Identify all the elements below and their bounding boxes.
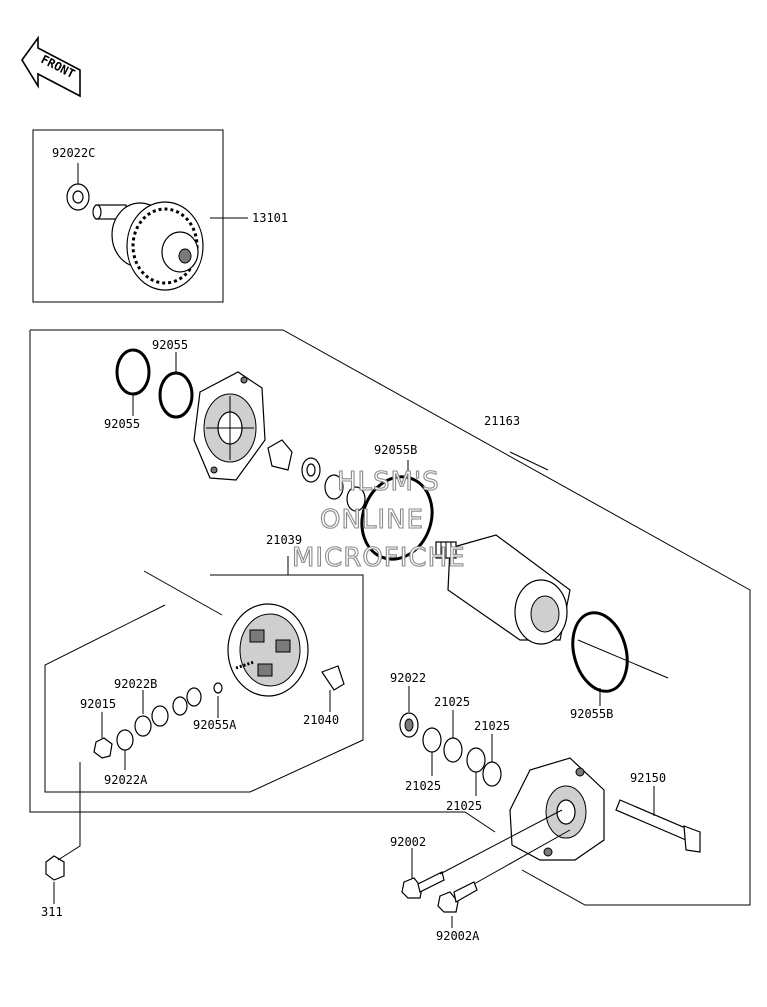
label-21039: 21039 <box>266 533 302 547</box>
terminal-21040-icon <box>321 665 345 691</box>
o-ring-92055b-lower-icon <box>571 611 629 693</box>
starter-clutch-13101-icon <box>92 201 204 291</box>
label-92022c: 92022C <box>52 146 95 160</box>
bolt-92150-icon <box>615 799 701 853</box>
brush-holder-21039-icon <box>227 603 309 697</box>
label-92022: 92022 <box>390 671 426 685</box>
svg-text:HLSM'S: HLSM'S <box>337 467 440 497</box>
label-21025-b: 21025 <box>474 719 510 733</box>
label-92055-left: 92055 <box>104 417 140 431</box>
label-13101: 13101 <box>252 211 288 225</box>
label-92055a: 92055A <box>193 718 237 732</box>
label-21040: 21040 <box>303 713 339 727</box>
brush-holder-box <box>44 574 364 793</box>
nut-311-icon <box>45 855 65 881</box>
assembly-outline <box>30 329 751 906</box>
washers-21025-icon <box>399 712 502 787</box>
label-92022a: 92022A <box>104 773 148 787</box>
washer-92022c-icon <box>66 183 90 211</box>
label-311: 311 <box>41 905 63 919</box>
label-92002a: 92002A <box>436 929 480 943</box>
motor-yoke-icon <box>435 534 571 645</box>
front-cover-icon <box>193 371 266 481</box>
label-92055b-top: 92055B <box>374 443 417 457</box>
label-21025-c: 21025 <box>405 779 441 793</box>
label-92015: 92015 <box>80 697 116 711</box>
washer-stack-icon <box>93 682 223 759</box>
bolt-92002a-icon <box>437 829 571 913</box>
label-21025-a: 21025 <box>434 695 470 709</box>
o-ring-92055-icon <box>115 348 194 419</box>
svg-text:ONLINE: ONLINE <box>320 505 424 535</box>
label-92002: 92002 <box>390 835 426 849</box>
svg-text:MICROFICHE: MICROFICHE <box>292 543 466 573</box>
watermark: HLSM'S ONLINE MICROFICHE <box>291 466 466 573</box>
bolt-92002-icon <box>401 809 563 899</box>
label-92055-top: 92055 <box>152 338 188 352</box>
clutch-assembly-box <box>32 129 224 303</box>
o-ring-92055b-icon <box>360 475 434 561</box>
label-92055b-bottom: 92055B <box>570 707 613 721</box>
label-92022b: 92022B <box>114 677 157 691</box>
rear-cover-icon <box>509 757 605 861</box>
shim-stack-icon <box>267 439 366 512</box>
label-92150: 92150 <box>630 771 666 785</box>
front-arrow-icon: FRONT <box>21 35 81 98</box>
label-21163: 21163 <box>484 414 520 428</box>
label-21025-d: 21025 <box>446 799 482 813</box>
